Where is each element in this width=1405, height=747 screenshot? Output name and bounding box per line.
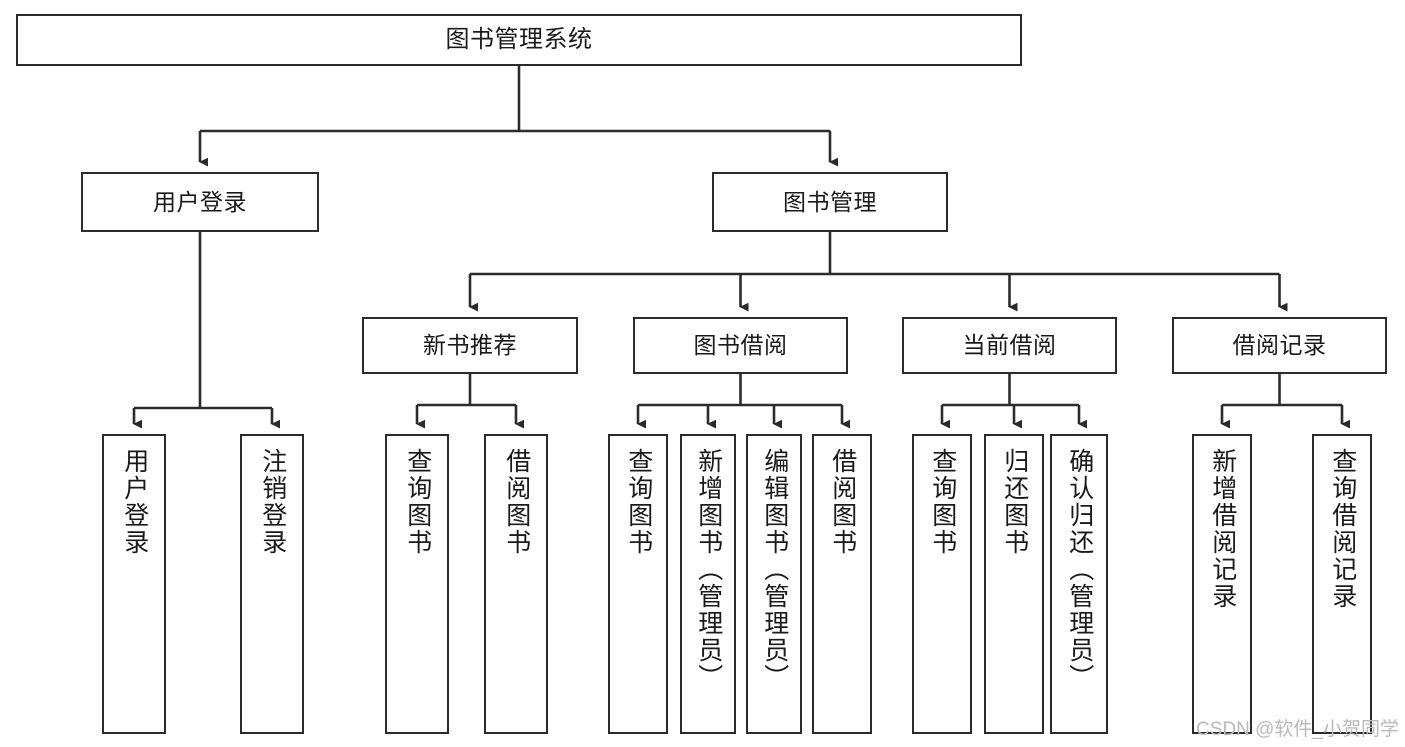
node-label: 用户登录 <box>153 188 247 215</box>
node-label: 借阅图书 <box>502 448 531 556</box>
node-label: 新增图书（管理员） <box>694 448 723 691</box>
node-leaf-q-book-2: 查询图书 <box>608 434 668 734</box>
node-label: 新增借阅记录 <box>1208 448 1237 610</box>
node-current-borrow: 当前借阅 <box>902 317 1117 374</box>
node-leaf-add-book: 新增图书（管理员） <box>680 434 736 734</box>
node-user-login: 用户登录 <box>81 172 319 232</box>
node-label: 图书借阅 <box>693 332 788 359</box>
node-leaf-add-record: 新增借阅记录 <box>1192 434 1252 734</box>
node-label: 查询图书 <box>403 448 432 556</box>
node-label: 查询借阅记录 <box>1328 448 1357 610</box>
node-leaf-q-book-3: 查询图书 <box>912 434 972 734</box>
node-label: 注销登录 <box>258 448 287 556</box>
node-leaf-q-record: 查询借阅记录 <box>1312 434 1372 734</box>
node-label: 图书管理系统 <box>445 26 593 54</box>
node-leaf-q-book-1: 查询图书 <box>385 434 449 734</box>
node-book-borrow: 图书借阅 <box>633 317 848 374</box>
node-leaf-confirm-ret: 确认归还（管理员） <box>1050 434 1108 734</box>
node-leaf-user-login: 用户登录 <box>102 434 166 734</box>
node-book-mgmt: 图书管理 <box>712 172 948 232</box>
node-label: 查询图书 <box>624 448 653 556</box>
node-label: 编辑图书（管理员） <box>760 448 789 691</box>
node-label: 借阅图书 <box>828 448 857 556</box>
node-leaf-return-book: 归还图书 <box>984 434 1044 734</box>
node-label: 归还图书 <box>1000 448 1029 556</box>
node-label: 图书管理 <box>783 188 877 215</box>
node-label: 当前借阅 <box>962 332 1057 359</box>
node-leaf-logout: 注销登录 <box>240 434 304 734</box>
node-label: 查询图书 <box>928 448 957 556</box>
node-label: 新书推荐 <box>423 332 517 359</box>
node-leaf-borrow-book-2: 借阅图书 <box>812 434 872 734</box>
node-label: 借阅记录 <box>1232 332 1327 359</box>
node-borrow-record: 借阅记录 <box>1172 317 1387 374</box>
node-label: 确认归还（管理员） <box>1065 448 1094 691</box>
node-leaf-borrow-book-1: 借阅图书 <box>484 434 548 734</box>
node-label: 用户登录 <box>120 448 149 556</box>
node-leaf-edit-book: 编辑图书（管理员） <box>746 434 802 734</box>
node-new-book-rec: 新书推荐 <box>362 317 578 374</box>
node-root: 图书管理系统 <box>16 14 1022 66</box>
csdn-watermark: CSDN @软件_小贺同学 <box>1196 719 1399 740</box>
